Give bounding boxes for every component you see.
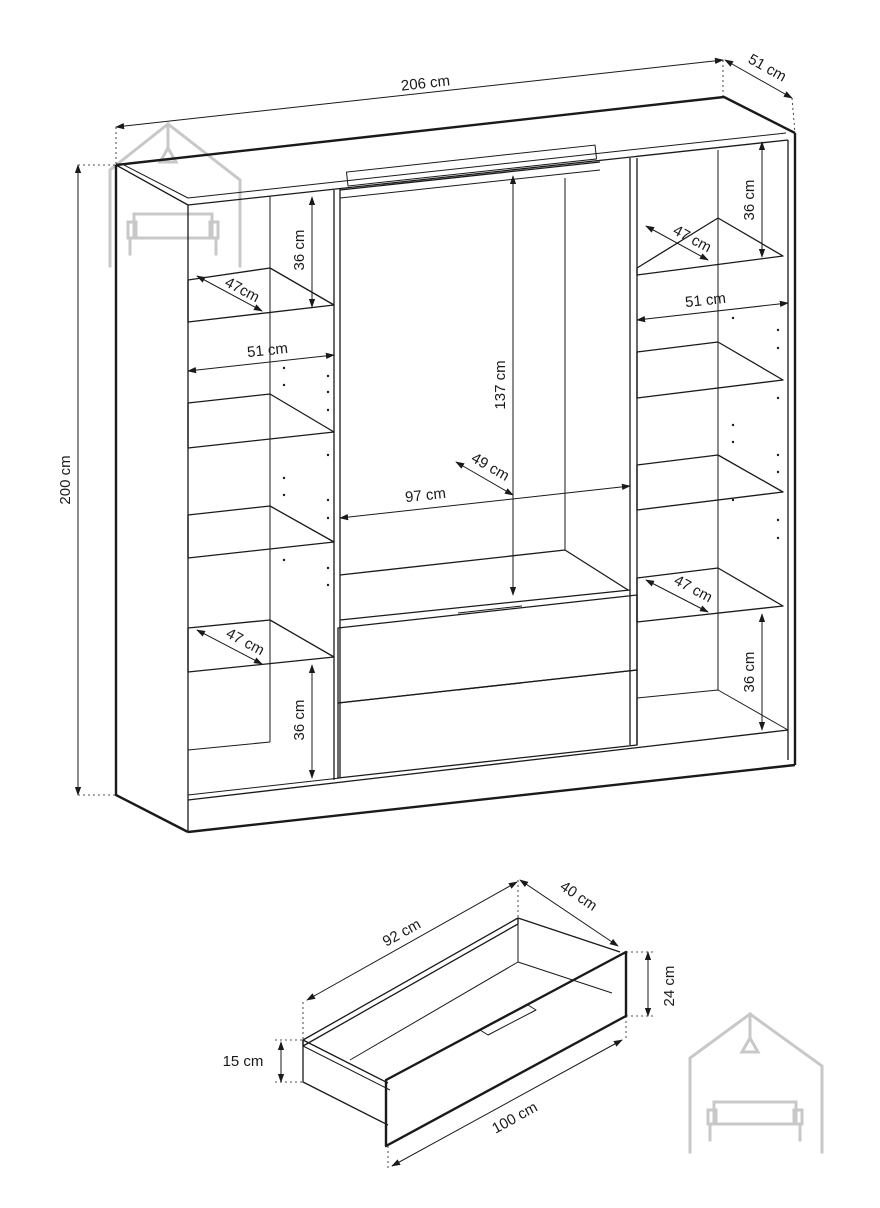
overall-depth-label: 51 cm bbox=[745, 51, 789, 86]
overall-height-label: 200 cm bbox=[57, 455, 74, 504]
right-inner-width-label: 51 cm bbox=[684, 290, 726, 311]
right-lower-shelf-depth-label: 47 cm bbox=[671, 572, 715, 606]
drawer-body bbox=[302, 917, 628, 1148]
center-hanging-height-label: 137 cm bbox=[492, 360, 509, 409]
center-inner-depth-label: 49 cm bbox=[468, 450, 512, 485]
overall-width-arrow bbox=[115, 57, 724, 130]
wardrobe-body bbox=[114, 95, 797, 834]
left-top-shelf-height-label: 36 cm bbox=[291, 230, 308, 271]
left-bottom-shelf-height-label: 36 cm bbox=[291, 700, 308, 741]
overall-width-label: 206 cm bbox=[400, 72, 451, 94]
brand-logo-icon-top bbox=[108, 122, 242, 268]
overall-depth-arrow bbox=[724, 59, 793, 99]
center-inner-width-label: 97 cm bbox=[404, 485, 446, 506]
left-lower-shelf-depth-label: 47 cm bbox=[223, 625, 267, 659]
right-bottom-shelf-height-label: 36 cm bbox=[741, 652, 758, 693]
left-inner-width-label: 51 cm bbox=[246, 340, 288, 361]
drawer-front-length-label: 100 cm bbox=[489, 1099, 540, 1138]
right-top-shelf-height-label: 36 cm bbox=[741, 180, 758, 221]
brand-logo-icon-bottom bbox=[688, 1012, 824, 1154]
left-top-shelf-depth-label: 47cm bbox=[222, 274, 262, 306]
drawer-side-height-label: 15 cm bbox=[223, 1053, 264, 1070]
drawer-dimensions: 92 cm 40 cm 24 cm 15 cm 100 cm bbox=[223, 878, 678, 1168]
drawer-front-height-label: 24 cm bbox=[661, 966, 678, 1007]
drawer-inner-length-label: 92 cm bbox=[380, 916, 424, 951]
